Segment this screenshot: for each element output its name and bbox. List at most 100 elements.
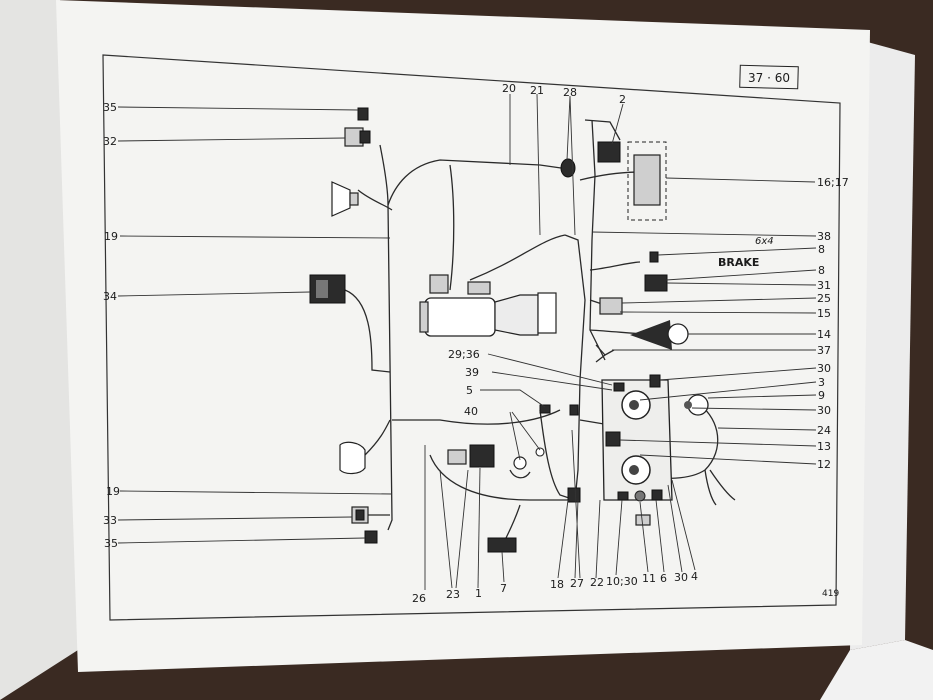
leader-18 (557, 499, 569, 579)
component-40-connector (509, 447, 545, 479)
callout-28: 28 (563, 86, 577, 99)
component-32-lamp (344, 127, 371, 147)
harness-wire (387, 159, 576, 206)
callout-30-mid: 30 (817, 404, 831, 417)
leader-3 (639, 381, 817, 401)
harness-trunk (387, 204, 393, 531)
callout-29-36: 29;36 (448, 348, 480, 361)
component-33-lamp (351, 506, 369, 524)
leader-24 (717, 427, 817, 431)
component-25 (599, 297, 623, 315)
harness-wire (429, 454, 575, 501)
component-18-grommet (567, 487, 581, 503)
callout-24: 24 (817, 424, 831, 437)
harness-wire (589, 119, 606, 361)
drawing-frame (102, 54, 841, 621)
callout-7: 7 (500, 582, 507, 595)
harness-wire (704, 469, 736, 506)
callout-22: 22 (590, 576, 604, 589)
page-number: 419 (822, 589, 839, 599)
harness-wire (379, 144, 389, 206)
leader-5 (480, 389, 546, 408)
callout-35-lower: 35 (104, 537, 118, 550)
harness-wire (364, 419, 391, 456)
page-corner-bottom-right (820, 640, 933, 700)
callout-18: 18 (550, 578, 564, 591)
component-11 (635, 514, 651, 526)
harness-wire (344, 289, 391, 373)
callout-26: 26 (412, 592, 426, 605)
leader-25 (621, 297, 817, 304)
leader-10-30 (615, 499, 623, 576)
callout-25: 25 (817, 292, 831, 305)
callout-6: 6 (660, 572, 667, 585)
leader-19-top (119, 235, 391, 239)
leader-21 (536, 93, 541, 236)
callout-16-17: 16;17 (817, 176, 849, 189)
annotation-brake: BRAKE (718, 256, 759, 269)
component-8-switch (649, 251, 659, 263)
callout-23: 23 (446, 588, 460, 601)
callout-4: 4 (691, 570, 698, 583)
harness-wire (449, 164, 455, 291)
engine-component (419, 274, 557, 337)
callout-3: 3 (818, 376, 825, 389)
callout-37: 37 (817, 344, 831, 357)
leader-35-top (117, 106, 359, 111)
headlamp-top (331, 181, 359, 217)
fuse-box-outline (627, 141, 667, 221)
leader-12 (639, 454, 817, 465)
leader-30-top (659, 367, 817, 381)
callout-32: 32 (103, 135, 117, 148)
callout-30-bottom: 30 (674, 571, 688, 584)
leader-15 (619, 311, 817, 314)
callout-10-30: 10;30 (606, 575, 638, 588)
leader-30-bottom (667, 484, 683, 573)
component-1-switch (447, 444, 495, 468)
leader-34 (117, 291, 311, 297)
callout-40: 40 (464, 405, 478, 418)
leader-38 (591, 231, 817, 237)
callout-38: 38 (817, 230, 831, 243)
leader-16-17 (665, 177, 816, 183)
leader-2 (611, 103, 624, 145)
leader-13 (619, 439, 817, 447)
leader-31 (666, 282, 817, 286)
callout-15: 15 (817, 307, 831, 320)
leader-27 (571, 429, 581, 579)
callout-13: 13 (817, 440, 831, 453)
leader-23 (439, 469, 469, 589)
component-5-b (569, 404, 579, 416)
callout-8: 8 (818, 264, 825, 277)
leader-32 (117, 137, 346, 142)
leader-28 (566, 95, 576, 236)
leader-29-36 (487, 353, 613, 386)
annotation-6x4: 6x4 (755, 236, 774, 247)
component-35-bottom (364, 530, 378, 544)
leader-40 (509, 411, 541, 461)
callout-14: 14 (817, 328, 831, 341)
fuse-box (633, 154, 661, 206)
component-2-relay (597, 141, 621, 163)
callout-12: 12 (817, 458, 831, 471)
callout-21: 21 (530, 84, 544, 97)
harness-wire (504, 504, 521, 541)
leader-8-bottom (665, 269, 817, 281)
left-facing-page (0, 0, 78, 700)
figure-ref-text: 37 · 60 (748, 71, 790, 85)
callout-34: 34 (103, 290, 117, 303)
leader-7 (501, 551, 505, 583)
component-30-lamp (684, 401, 692, 409)
component-34-horn (309, 274, 346, 304)
callout-5: 5 (466, 384, 473, 397)
component-14-beam (630, 320, 672, 350)
callout-2: 2 (619, 93, 626, 106)
harness-wire (357, 189, 393, 211)
callout-20: 20 (502, 82, 516, 95)
callout-39: 39 (465, 366, 479, 379)
callout-11: 11 (642, 572, 656, 585)
component-14-gauge (667, 323, 689, 345)
component-35-top (357, 107, 369, 121)
leader-1 (477, 467, 481, 589)
callout-19-lower: 19 (106, 485, 120, 498)
